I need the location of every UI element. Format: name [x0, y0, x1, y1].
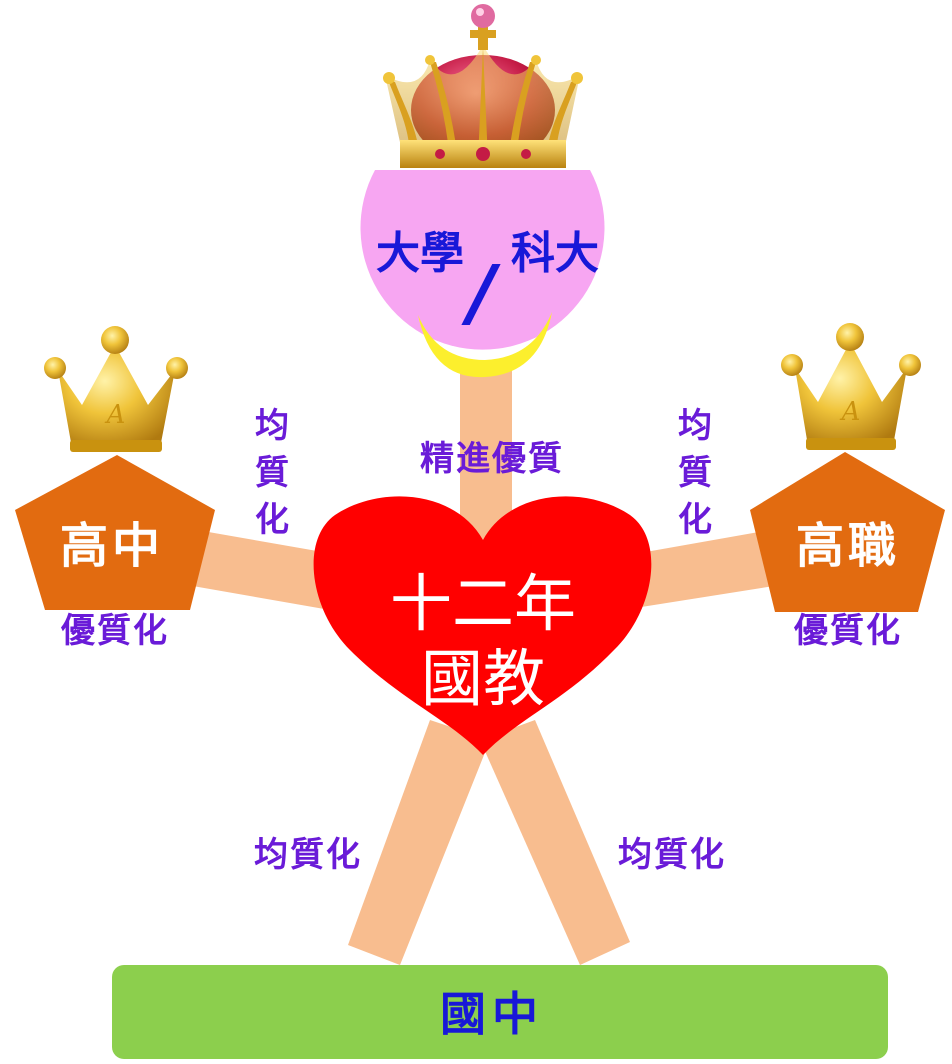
heart-line-1: 十二年 [390, 567, 576, 640]
heart-line-2: 國教 [421, 642, 545, 715]
svg-text:A: A [105, 400, 126, 430]
left-node-label: 高中 [60, 518, 164, 574]
heart-shape [313, 496, 652, 755]
left-arm-label-3: 化 [255, 500, 289, 540]
left-pentagon [15, 455, 215, 610]
right-node: 高職 A 優質化 [750, 323, 945, 651]
royal-crown-icon [383, 4, 583, 168]
left-arm-label-2: 質 [255, 453, 289, 493]
svg-text:A: A [840, 397, 861, 427]
left-leg-limb [348, 720, 490, 965]
base-node: 國中 [112, 965, 888, 1059]
neck-label: 精進優質 [420, 439, 564, 479]
base-label: 國中 [440, 987, 544, 1041]
right-node-caption: 優質化 [793, 611, 902, 651]
right-crown-icon: A [781, 323, 921, 450]
head-node: 大學 / 科大 [360, 170, 605, 378]
base-bar [112, 965, 888, 1059]
left-crown-icon: A [44, 326, 188, 452]
head-circle [360, 170, 605, 350]
heart-node: 十二年 國教 [313, 496, 652, 755]
link-labels: 精進優質 均 質 化 均 質 化 均質化 均質化 [254, 406, 726, 875]
left-node: 高中 A 優質化 [15, 326, 215, 651]
right-pentagon [750, 452, 945, 612]
right-leg-label: 均質化 [618, 835, 726, 875]
left-leg-label: 均質化 [254, 835, 362, 875]
right-arm-label-2: 質 [678, 453, 712, 493]
left-arm-label-1: 均 [255, 406, 289, 446]
head-label-left: 大學 [376, 228, 464, 279]
right-leg-limb [480, 720, 630, 965]
smile-arc [418, 312, 552, 378]
left-node-caption: 優質化 [60, 611, 169, 651]
right-node-label: 高職 [796, 518, 900, 574]
right-arm-label-1: 均 [678, 406, 712, 446]
right-arm-label-3: 化 [678, 500, 712, 540]
head-label-right: 科大 [511, 228, 599, 279]
left-arm-limb [187, 530, 340, 610]
